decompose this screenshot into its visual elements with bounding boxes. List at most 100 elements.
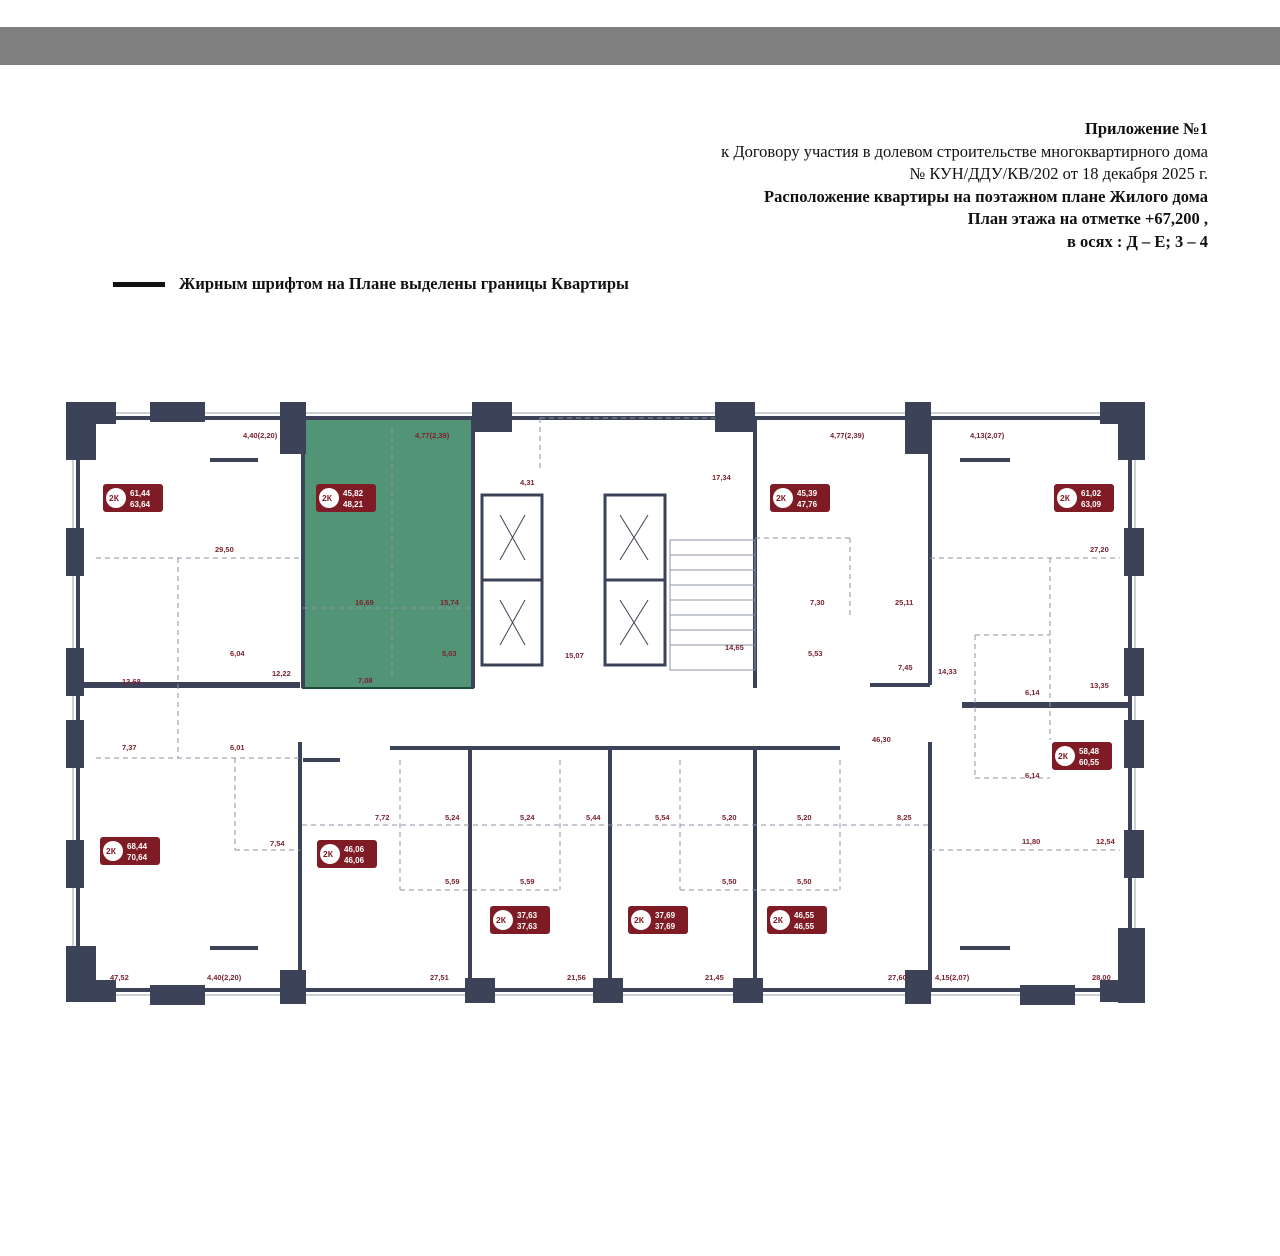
apartment-badge: 2К 68,44 70,64 — [100, 837, 160, 865]
svg-text:4,40(2,20): 4,40(2,20) — [207, 973, 242, 982]
svg-text:47,76: 47,76 — [797, 500, 818, 509]
svg-text:2К: 2К — [776, 493, 787, 503]
svg-text:5,50: 5,50 — [797, 877, 812, 886]
svg-text:46,06: 46,06 — [344, 856, 365, 865]
svg-text:7,54: 7,54 — [270, 839, 285, 848]
svg-text:4,77(2,39): 4,77(2,39) — [415, 431, 450, 440]
svg-text:48,21: 48,21 — [343, 500, 364, 509]
highlighted-apartment-area — [302, 417, 474, 689]
elevator-shafts — [480, 493, 667, 667]
axes-range: в осях : Д – Е; 3 – 4 — [1066, 231, 1208, 251]
svg-text:5,03: 5,03 — [442, 649, 457, 658]
interior-walls — [210, 418, 1010, 990]
apartment-badge: 2К 46,06 46,06 — [317, 840, 377, 868]
apartment-badge: 2К 61,44 63,64 — [103, 484, 163, 512]
svg-text:16,69: 16,69 — [355, 598, 374, 607]
legend-text: Жирным шрифтом на Плане выделены границы… — [179, 274, 629, 293]
svg-text:5,44: 5,44 — [586, 813, 601, 822]
svg-text:12,54: 12,54 — [1096, 837, 1116, 846]
svg-text:6,01: 6,01 — [230, 743, 245, 752]
svg-text:29,50: 29,50 — [215, 545, 234, 554]
apartment-badge: 2К 37,63 37,63 — [490, 906, 550, 934]
svg-text:7,45: 7,45 — [898, 663, 913, 672]
svg-text:5,50: 5,50 — [722, 877, 737, 886]
svg-text:45,39: 45,39 — [797, 489, 818, 498]
appendix-title: Приложение №1 — [1085, 119, 1208, 138]
svg-text:7,37: 7,37 — [122, 743, 137, 752]
apartment-badge: 2К 37,69 37,69 — [628, 906, 688, 934]
top-gray-bar — [0, 27, 1280, 65]
svg-text:46,06: 46,06 — [344, 845, 365, 854]
svg-text:61,44: 61,44 — [130, 489, 151, 498]
svg-text:27,20: 27,20 — [1090, 545, 1109, 554]
svg-text:70,64: 70,64 — [127, 853, 148, 862]
room-division-dashes — [96, 417, 1120, 891]
svg-text:46,30: 46,30 — [872, 735, 891, 744]
svg-text:4,40(2,20): 4,40(2,20) — [243, 431, 278, 440]
svg-text:27,60: 27,60 — [888, 973, 907, 982]
svg-text:63,64: 63,64 — [130, 500, 151, 509]
svg-text:7,30: 7,30 — [810, 598, 825, 607]
svg-text:37,69: 37,69 — [655, 911, 676, 920]
svg-text:21,56: 21,56 — [567, 973, 586, 982]
svg-text:5,54: 5,54 — [655, 813, 670, 822]
apartment-badge: 2К 46,55 46,55 — [767, 906, 827, 934]
svg-text:28,00: 28,00 — [1092, 973, 1111, 982]
svg-text:21,45: 21,45 — [705, 973, 724, 982]
svg-text:5,53: 5,53 — [808, 649, 823, 658]
svg-text:12,22: 12,22 — [272, 669, 291, 678]
svg-text:2К: 2К — [323, 849, 334, 859]
svg-text:14,65: 14,65 — [725, 643, 744, 652]
svg-text:63,09: 63,09 — [1081, 500, 1102, 509]
svg-text:7,08: 7,08 — [358, 676, 373, 685]
svg-text:5,59: 5,59 — [520, 877, 535, 886]
plan-caption: Расположение квартиры на поэтажном плане… — [764, 186, 1208, 206]
apartment-badge: 2К 58,48 60,55 — [1052, 742, 1112, 770]
svg-text:46,55: 46,55 — [794, 911, 815, 920]
contract-number: № КУН/ДДУ/КВ/202 от 18 декабря 2025 г. — [909, 164, 1209, 183]
svg-text:4,15(2,07): 4,15(2,07) — [935, 973, 970, 982]
svg-text:5,24: 5,24 — [445, 813, 460, 822]
svg-text:2К: 2К — [773, 915, 784, 925]
apartment-badges: 2К 61,44 63,64 2К 45,82 48,21 2К 45,39 4… — [100, 484, 1114, 934]
svg-text:6,04: 6,04 — [230, 649, 245, 658]
svg-text:7,72: 7,72 — [375, 813, 390, 822]
svg-text:47,52: 47,52 — [110, 973, 129, 982]
svg-text:5,20: 5,20 — [797, 813, 812, 822]
apartment-badge: 2К 61,02 63,09 — [1054, 484, 1114, 512]
svg-text:58,48: 58,48 — [1079, 747, 1100, 756]
svg-text:37,69: 37,69 — [655, 922, 676, 931]
svg-text:4,77(2,39): 4,77(2,39) — [830, 431, 865, 440]
svg-text:4,13(2,07): 4,13(2,07) — [970, 431, 1005, 440]
svg-text:15,07: 15,07 — [565, 651, 584, 660]
document-header: Приложение №1 к Договору участия в долев… — [721, 118, 1208, 253]
svg-text:2К: 2К — [1060, 493, 1071, 503]
contract-reference: к Договору участия в долевом строительст… — [721, 141, 1208, 161]
apartment-badge: 2К 45,39 47,76 — [770, 484, 830, 512]
apartment-badge-selected: 2К 45,82 48,21 — [316, 484, 376, 512]
svg-text:37,63: 37,63 — [517, 911, 538, 920]
svg-text:60,55: 60,55 — [1079, 758, 1100, 767]
svg-text:61,02: 61,02 — [1081, 489, 1102, 498]
svg-text:2К: 2К — [106, 846, 117, 856]
stairwell — [669, 539, 756, 671]
floor-elevation: План этажа на отметке +67,200 , — [967, 209, 1208, 228]
svg-text:15,74: 15,74 — [440, 598, 460, 607]
svg-text:13,35: 13,35 — [1090, 681, 1109, 690]
svg-text:68,44: 68,44 — [127, 842, 148, 851]
svg-text:2К: 2К — [496, 915, 507, 925]
svg-text:45,82: 45,82 — [343, 489, 364, 498]
svg-text:11,80: 11,80 — [1022, 837, 1040, 846]
svg-text:17,34: 17,34 — [712, 473, 732, 482]
corner-columns — [66, 402, 1145, 1005]
svg-text:25,11: 25,11 — [895, 598, 913, 607]
svg-text:14,33: 14,33 — [938, 667, 957, 676]
svg-text:46,55: 46,55 — [794, 922, 815, 931]
svg-text:13,68: 13,68 — [122, 677, 141, 686]
svg-text:27,51: 27,51 — [430, 973, 449, 982]
svg-text:2К: 2К — [109, 493, 120, 503]
svg-text:6,14: 6,14 — [1025, 688, 1040, 697]
svg-text:5,59: 5,59 — [445, 877, 460, 886]
svg-text:2К: 2К — [1058, 751, 1069, 761]
svg-text:5,20: 5,20 — [722, 813, 737, 822]
